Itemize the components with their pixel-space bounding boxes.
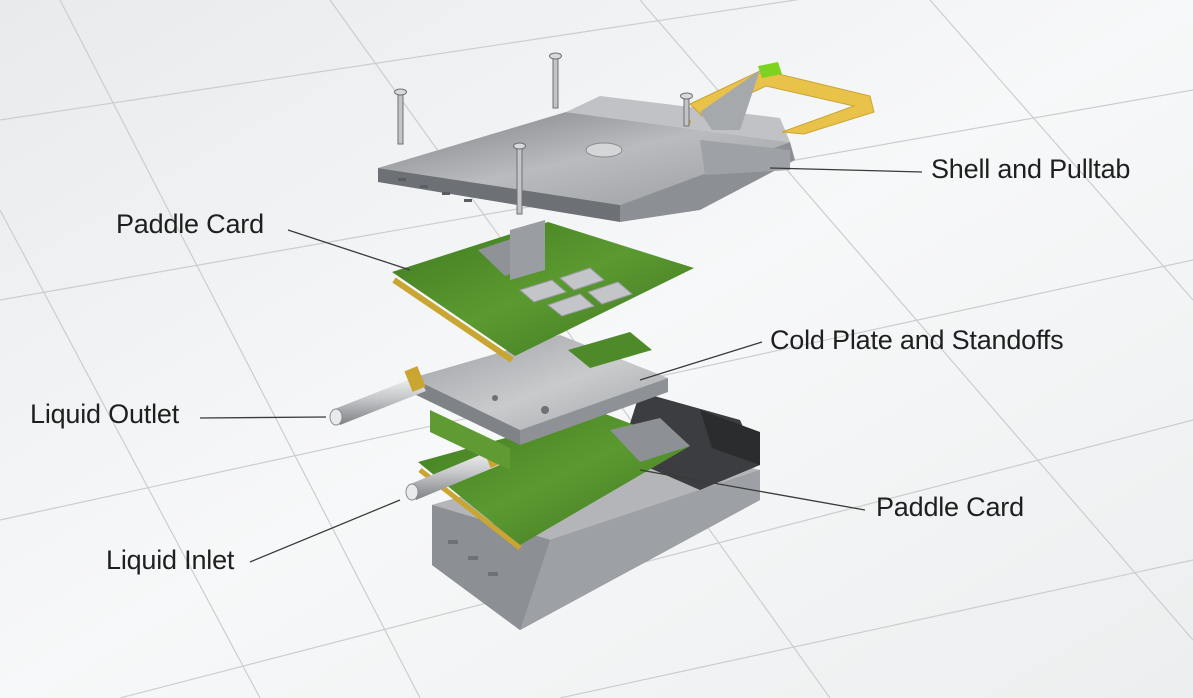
label-shell-and-pulltab: Shell and Pulltab	[931, 154, 1130, 185]
label-paddle-card-top: Paddle Card	[116, 209, 264, 240]
label-paddle-card-bottom: Paddle Card	[876, 492, 1024, 523]
label-cold-plate-and-standoffs: Cold Plate and Standoffs	[770, 325, 1063, 356]
label-liquid-outlet: Liquid Outlet	[30, 399, 179, 430]
label-liquid-inlet: Liquid Inlet	[106, 545, 234, 576]
